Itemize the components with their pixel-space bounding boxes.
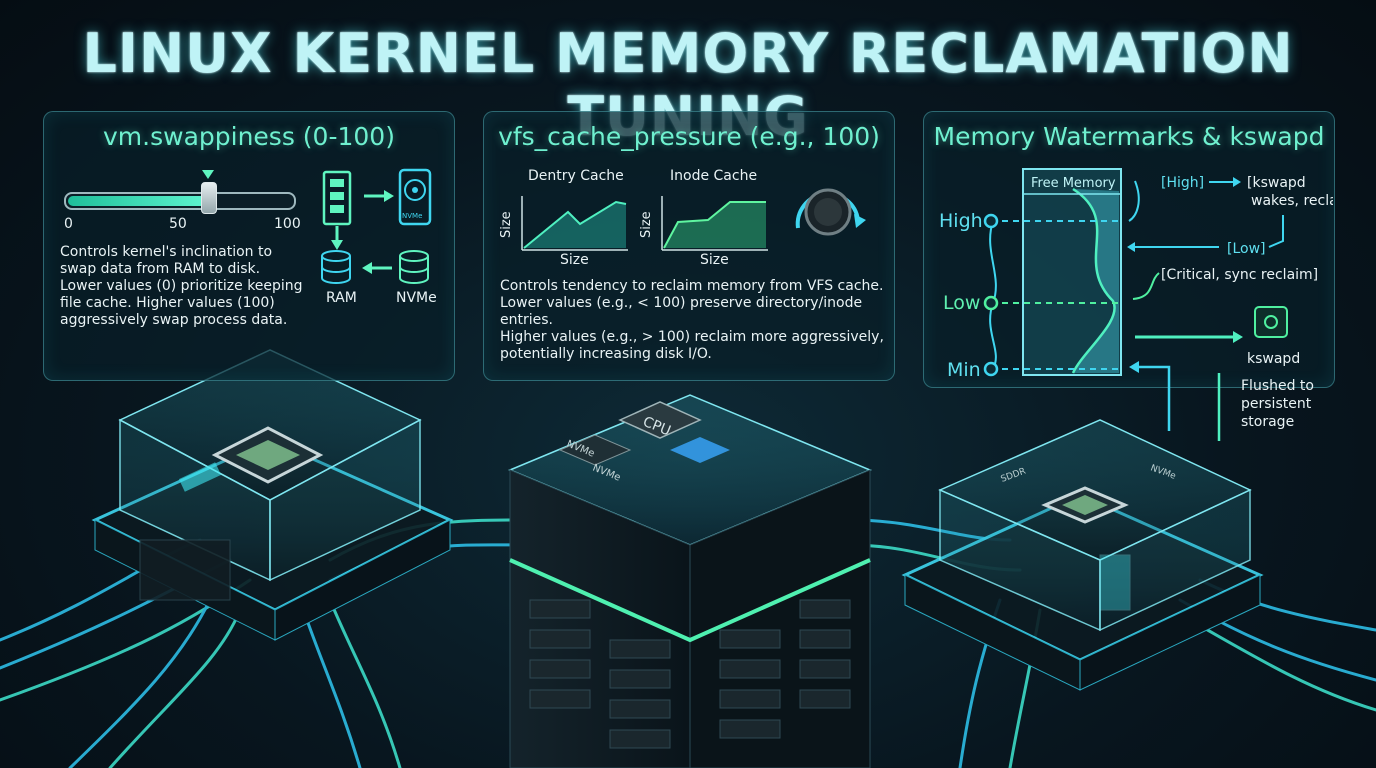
cache-pressure-title: vfs_cache_pressure (e.g., 100) <box>498 122 880 151</box>
swappiness-panel: vm.swappiness (0-100) 0 50 100 NVMe <box>43 111 455 381</box>
level-low: Low <box>943 292 980 314</box>
dentry-chart: Size <box>499 196 628 251</box>
swappiness-slider-fill <box>68 196 210 206</box>
kswapd-label: kswapd <box>1247 351 1300 367</box>
dial-knob-icon[interactable] <box>786 180 876 250</box>
nvme-label: NVMe <box>396 290 437 306</box>
slider-tick-min: 0 <box>64 216 73 232</box>
inode-chart: Size <box>639 196 768 251</box>
annotation-kswapd: [kswapd <box>1247 175 1306 191</box>
annotation-critical: [Critical, sync reclaim] <box>1161 267 1318 283</box>
watermarks-title: Memory Watermarks & kswapd <box>933 122 1325 151</box>
disk-icon-label: NVMe <box>402 212 422 220</box>
inode-xlabel: Size <box>700 252 729 268</box>
cache-pressure-description: Controls tendency to reclaim memory from… <box>500 278 884 362</box>
database-icon <box>399 250 429 284</box>
cache-pressure-panel: vfs_cache_pressure (e.g., 100) Dentry Ca… <box>483 111 895 381</box>
flushed-label-1: Flushed to <box>1241 378 1314 394</box>
ram-icon <box>322 170 352 226</box>
level-high: High <box>939 210 983 232</box>
swappiness-description: Controls kernel's inclination to swap da… <box>60 244 303 328</box>
ram-label: RAM <box>326 290 357 306</box>
cache-charts: Size Size <box>499 196 768 251</box>
free-memory-label: Free Memory <box>1031 176 1116 191</box>
database-icon <box>321 250 351 284</box>
swappiness-slider-thumb[interactable] <box>200 182 217 214</box>
watermarks-diagram: Free Memory High Low Min [High] [kswapd … <box>939 168 1333 441</box>
slider-tick-mid: 50 <box>169 216 187 232</box>
swappiness-slider-track[interactable] <box>64 192 296 210</box>
dentry-chart-title: Dentry Cache <box>528 168 624 184</box>
nvme-disk-icon: NVMe <box>398 168 432 226</box>
kswapd-daemon-icon <box>1254 306 1288 338</box>
flushed-label-3: storage <box>1241 414 1294 430</box>
slider-tick-max: 100 <box>274 216 301 232</box>
slider-marker-icon <box>201 170 214 179</box>
swap-flow-diagram: NVMe <box>321 168 432 284</box>
swappiness-title: vm.swappiness (0-100) <box>103 122 395 151</box>
inode-chart-title: Inode Cache <box>670 168 758 184</box>
inode-ylabel: Size <box>639 211 654 238</box>
dentry-xlabel: Size <box>560 252 589 268</box>
level-min: Min <box>947 359 981 381</box>
flushed-label-2: persistent <box>1241 396 1312 412</box>
annotation-low: [Low] <box>1227 241 1266 257</box>
annotation-wakes: wakes, reclaims] <box>1251 193 1333 209</box>
annotation-high: [High] <box>1161 175 1204 191</box>
dentry-ylabel: Size <box>499 211 514 238</box>
